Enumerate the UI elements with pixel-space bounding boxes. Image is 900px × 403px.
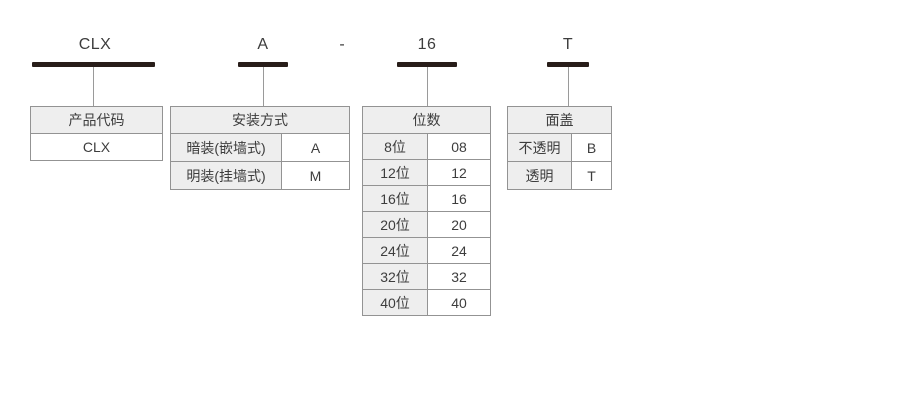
option-code-cell: 12: [427, 159, 491, 186]
code-part-label: CLX: [78, 36, 112, 53]
option-code-cell: 32: [427, 263, 491, 290]
table-row: 32位 32: [362, 263, 491, 290]
table-row: 透明 T: [507, 161, 612, 190]
option-label-cell: 8位: [362, 133, 428, 160]
option-code-cell: 24: [427, 237, 491, 264]
option-label-cell: 40位: [362, 289, 428, 316]
code-underline-bar: [397, 62, 457, 67]
table-row: 20位 20: [362, 211, 491, 238]
option-label-cell: 明装(挂墙式): [170, 161, 282, 190]
code-part-label: T: [562, 36, 574, 53]
connector-line: [568, 67, 569, 106]
table-row: 40位 40: [362, 289, 491, 316]
table-row: 明装(挂墙式) M: [170, 161, 350, 190]
option-code-cell: B: [571, 133, 612, 162]
spec-table-cover: 面盖 不透明 B 透明 T: [507, 106, 612, 190]
table-header-row: 产品代码: [30, 106, 163, 134]
code-underline-bar: [32, 62, 155, 67]
option-label-cell: 12位: [362, 159, 428, 186]
option-label-cell: 24位: [362, 237, 428, 264]
table-header: 产品代码: [30, 106, 163, 134]
code-underline-bar: [547, 62, 589, 67]
option-code-cell: CLX: [30, 133, 163, 161]
table-header: 面盖: [507, 106, 612, 134]
table-row: 16位 16: [362, 185, 491, 212]
table-row: 12位 12: [362, 159, 491, 186]
spec-table-product-code: 产品代码 CLX: [30, 106, 163, 161]
option-label-cell: 32位: [362, 263, 428, 290]
option-label-cell: 20位: [362, 211, 428, 238]
connector-line: [427, 67, 428, 106]
code-separator: -: [339, 36, 345, 53]
code-underline-bar: [238, 62, 288, 67]
table-row: 暗装(嵌墙式) A: [170, 133, 350, 162]
spec-table-mounting: 安装方式 暗装(嵌墙式) A 明装(挂墙式) M: [170, 106, 350, 190]
option-label-cell: 暗装(嵌墙式): [170, 133, 282, 162]
table-header-row: 安装方式: [170, 106, 350, 134]
table-header: 安装方式: [170, 106, 350, 134]
table-header: 位数: [362, 106, 491, 134]
connector-line: [93, 67, 94, 106]
option-code-cell: A: [281, 133, 350, 162]
option-code-cell: 40: [427, 289, 491, 316]
option-code-cell: M: [281, 161, 350, 190]
table-header-row: 位数: [362, 106, 491, 134]
spec-table-ways: 位数 8位 08 12位 12 16位 16 20位 20 24位 24 32位…: [362, 106, 491, 316]
option-code-cell: 20: [427, 211, 491, 238]
option-code-cell: 16: [427, 185, 491, 212]
code-part-label: 16: [417, 36, 437, 53]
option-label-cell: 16位: [362, 185, 428, 212]
table-row: 8位 08: [362, 133, 491, 160]
table-header-row: 面盖: [507, 106, 612, 134]
code-part-label: A: [257, 36, 269, 53]
connector-line: [263, 67, 264, 106]
option-code-cell: T: [571, 161, 612, 190]
option-code-cell: 08: [427, 133, 491, 160]
table-row: CLX: [30, 133, 163, 161]
table-row: 不透明 B: [507, 133, 612, 162]
table-row: 24位 24: [362, 237, 491, 264]
option-label-cell: 透明: [507, 161, 572, 190]
option-label-cell: 不透明: [507, 133, 572, 162]
